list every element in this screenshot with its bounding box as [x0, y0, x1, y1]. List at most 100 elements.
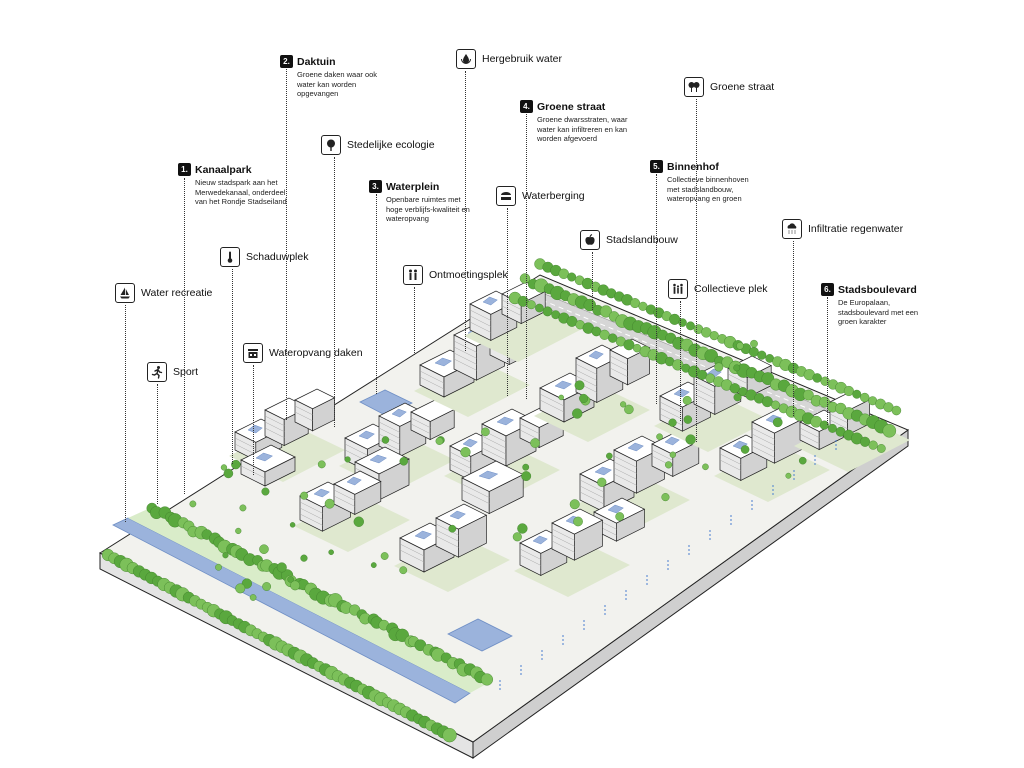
building-floor-line — [829, 413, 848, 424]
tree — [574, 380, 585, 391]
building-wall — [574, 519, 603, 561]
roof-water-panel — [346, 476, 362, 486]
label-kanaalpark: 1.Kanaalpark Nieuw stadspark aan het Mer… — [178, 163, 287, 207]
number-badge: 5. — [650, 160, 663, 173]
tree — [843, 385, 854, 397]
tree — [220, 464, 228, 471]
roof-water-icon — [243, 343, 263, 363]
leader-line — [827, 297, 828, 425]
tree — [664, 461, 673, 469]
building-floor-line — [659, 401, 683, 414]
label-title: Groene straat — [537, 100, 606, 113]
roof-water-panel — [391, 408, 407, 418]
tree — [558, 394, 564, 401]
roof-water-panel — [496, 416, 515, 426]
building-floor-line — [799, 433, 820, 444]
building-floor-line — [469, 309, 491, 321]
building-floor-line — [234, 443, 256, 455]
label-text: Wateropvang daken — [269, 347, 363, 359]
label-title: Binnenhof — [667, 160, 719, 173]
label-text: Stadslandbouw — [606, 234, 678, 246]
leader-line — [157, 384, 158, 504]
tree — [442, 728, 457, 743]
tree — [572, 408, 583, 419]
people-meeting-icon — [403, 265, 423, 285]
label-text: Hergebruik water — [482, 53, 562, 65]
building-floor-line — [579, 479, 605, 493]
building-floor-line — [829, 419, 848, 430]
tree — [370, 562, 377, 568]
tree — [289, 522, 296, 528]
building-floor-line — [501, 305, 522, 316]
tree — [702, 463, 709, 471]
tree — [261, 487, 270, 496]
tree — [530, 438, 540, 448]
building-floor-line — [234, 437, 256, 449]
building-floor-line — [410, 423, 431, 434]
building-floor-line — [719, 459, 741, 471]
leader-line — [793, 241, 794, 416]
label-description: Groene dwarsstraten, waar water kan infi… — [537, 115, 628, 143]
tree — [222, 552, 229, 559]
number-badge: 1. — [178, 163, 191, 176]
tree — [668, 418, 677, 427]
building-floor-line — [519, 429, 540, 440]
building-floor-line — [719, 453, 741, 465]
tree — [785, 472, 792, 479]
label-binnenhof: 5.Binnenhof Collectieve binnenhoven met … — [650, 160, 759, 204]
runner-icon — [147, 362, 167, 382]
label-schaduwplek: Schaduwplek — [220, 247, 308, 267]
tree — [535, 303, 544, 313]
tree — [819, 420, 829, 430]
tree — [757, 350, 767, 360]
building-floor-line — [693, 381, 715, 393]
building-floor-line — [299, 501, 323, 514]
label-text: Schaduwplek — [246, 251, 309, 263]
label-title: Daktuin — [297, 55, 336, 68]
building-floor-line — [453, 352, 477, 365]
tree — [656, 433, 663, 441]
building-floor-line — [299, 507, 323, 520]
building-floor-line — [575, 375, 597, 387]
canal-park-strip — [128, 508, 490, 693]
label-title: Waterplein — [386, 180, 440, 193]
roof-water-panel — [255, 452, 274, 462]
label-infiltratie-regenwater: Infiltratie regenwater — [782, 219, 903, 239]
tree — [599, 329, 610, 340]
building-floor-line — [609, 355, 628, 366]
label-stadsboulevard: 6.Stadsboulevard De Europalaan, stadsbou… — [821, 283, 930, 327]
tree — [683, 415, 693, 424]
tree — [522, 463, 530, 471]
building-floor-line — [751, 427, 775, 440]
tree — [733, 393, 742, 402]
building-floor-line — [333, 489, 355, 501]
tree — [300, 491, 309, 500]
tree — [399, 566, 408, 575]
label-stadslandbouw: Stadslandbouw — [580, 230, 678, 250]
tree — [287, 576, 294, 583]
label-water-recreatie: Water recreatie — [115, 283, 212, 303]
building-floor-line — [449, 463, 471, 475]
sailboat-icon — [115, 283, 135, 303]
building-wall — [264, 456, 296, 487]
tree — [249, 594, 257, 601]
tree — [324, 498, 335, 509]
building-floor-line — [453, 358, 477, 371]
trees-icon — [684, 77, 704, 97]
building-floor-line — [613, 473, 637, 486]
building-floor-line — [579, 491, 605, 505]
roof-water-panel — [313, 488, 330, 498]
label-text: Waterberging — [522, 190, 585, 202]
tree — [682, 395, 692, 405]
building-floor-line — [575, 369, 597, 381]
building-floor-line — [539, 393, 565, 407]
building-floor-line — [354, 467, 380, 481]
roof-water-panel — [588, 350, 604, 360]
tree — [512, 532, 522, 542]
building-floor-line — [410, 417, 431, 428]
building-floor-line — [299, 513, 323, 526]
tree — [685, 434, 696, 445]
building-floor-line — [449, 451, 471, 463]
